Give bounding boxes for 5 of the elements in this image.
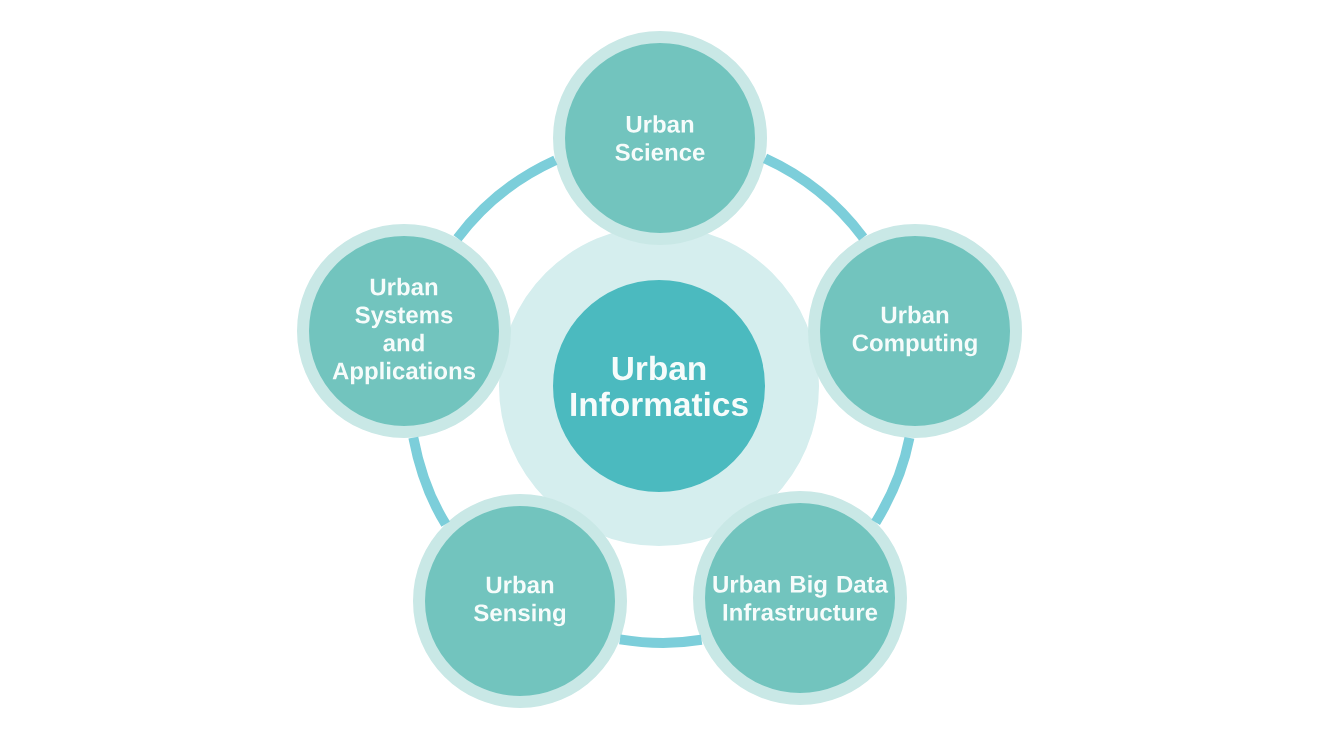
ring-arc [408,436,450,527]
ring-arc [762,153,868,241]
ring-arc [871,436,915,525]
ring-arc [453,155,558,242]
ring-arc [619,634,703,648]
